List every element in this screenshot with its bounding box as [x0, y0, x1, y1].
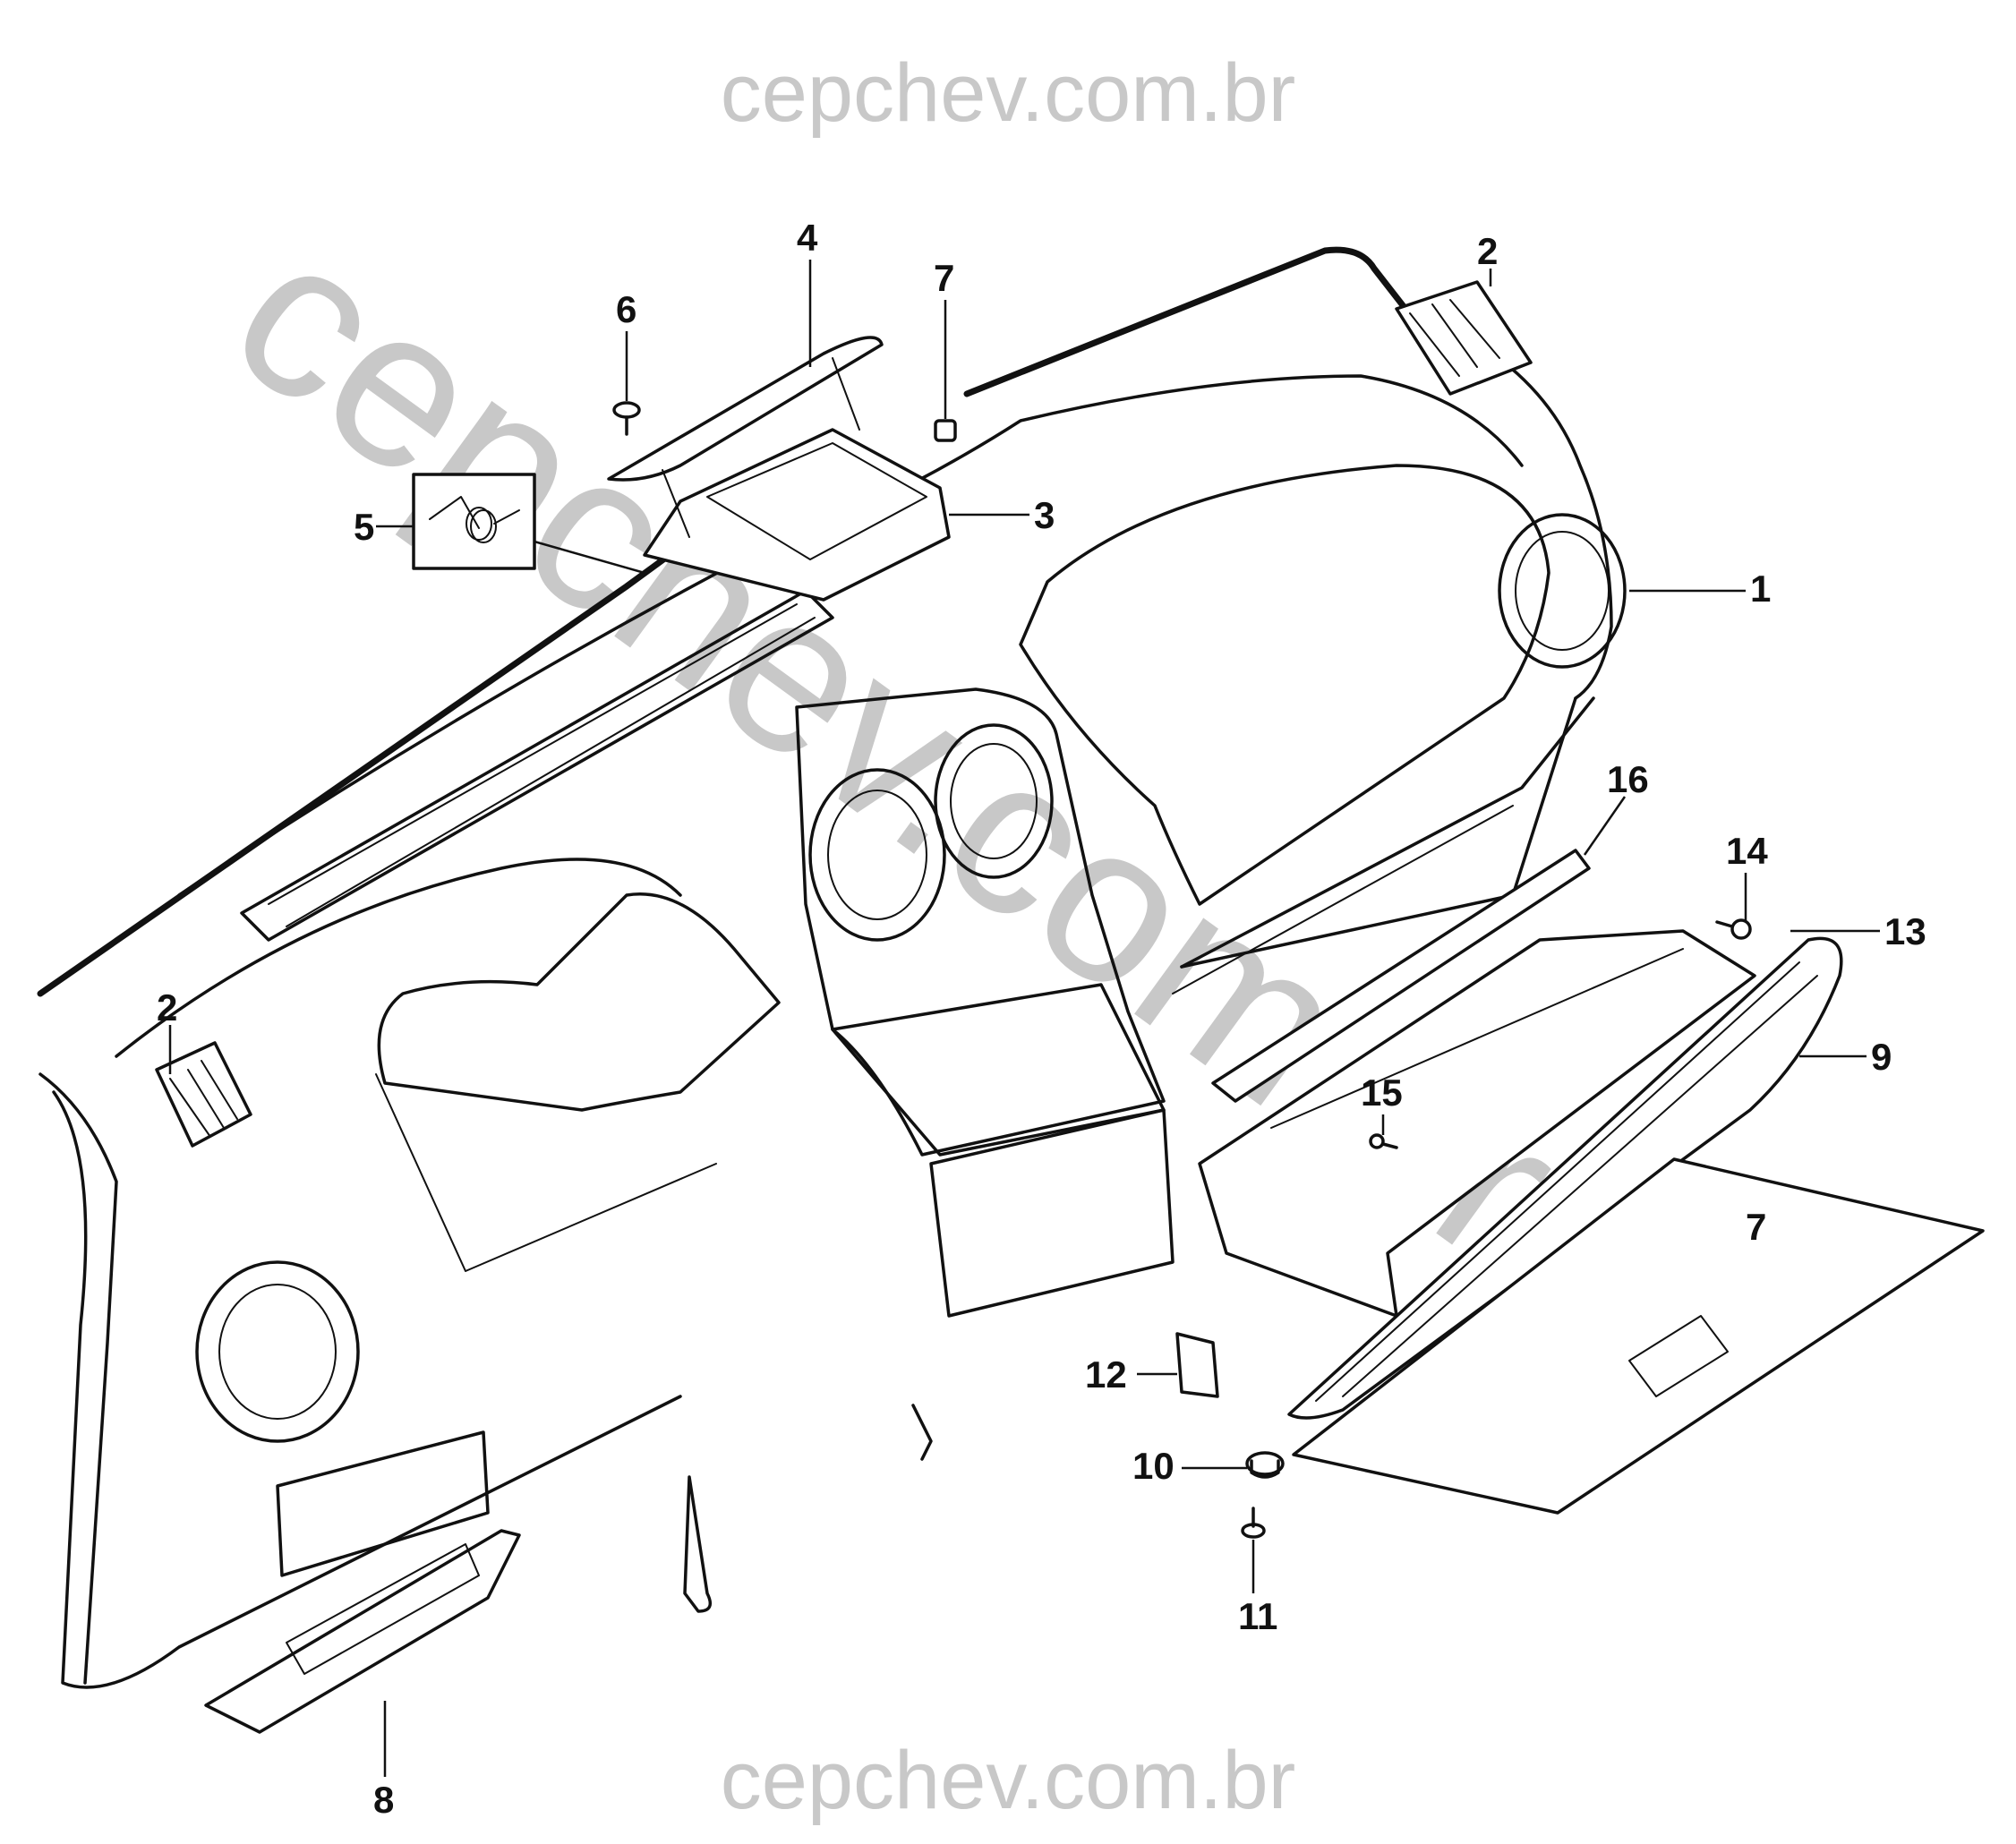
glove-box-lid [1292, 1157, 1985, 1515]
callout-9: 9 [1871, 1036, 1892, 1078]
latch-10 [1182, 1451, 1285, 1479]
callout-13: 13 [1884, 910, 1926, 952]
callout-2-left: 2 [157, 986, 177, 1029]
callout-8: 8 [373, 1779, 394, 1821]
bolt-11 [1241, 1507, 1266, 1593]
callout-3: 3 [1034, 494, 1055, 536]
glove-box-bin [1198, 929, 1880, 1318]
callout-12: 12 [1085, 1353, 1127, 1396]
callout-1: 1 [1750, 568, 1771, 610]
storage-box-lid [607, 260, 884, 538]
callout-6: 6 [616, 288, 636, 330]
screw-6 [612, 331, 641, 436]
callout-16: 16 [1607, 758, 1649, 800]
lower-left-trim [204, 1529, 521, 1777]
screw-14 [1715, 873, 1752, 940]
pad-12 [1137, 1332, 1219, 1398]
clip-7-top [934, 300, 957, 442]
left-side-vent [155, 1025, 252, 1148]
callout-7-top: 7 [934, 257, 954, 299]
glove-box-frame [1287, 936, 1867, 1420]
watermark-top: cepchev.com.br [721, 47, 1296, 139]
callout-10: 10 [1132, 1445, 1175, 1487]
top-storage-box [643, 428, 1029, 602]
callout-14: 14 [1726, 830, 1768, 872]
spring-inset [376, 473, 645, 575]
callout-7-lower: 7 [1746, 1206, 1766, 1248]
callout-15: 15 [1361, 1071, 1403, 1114]
callout-5: 5 [354, 506, 374, 548]
right-side-vent [1395, 269, 1533, 396]
trim-strip-16 [1211, 796, 1627, 1103]
callout-11: 11 [1238, 1595, 1277, 1637]
callout-2-right: 2 [1477, 230, 1498, 272]
watermark-bottom: cepchev.com.br [721, 1735, 1296, 1826]
screw-15 [1369, 1114, 1398, 1149]
callout-4: 4 [797, 217, 818, 259]
